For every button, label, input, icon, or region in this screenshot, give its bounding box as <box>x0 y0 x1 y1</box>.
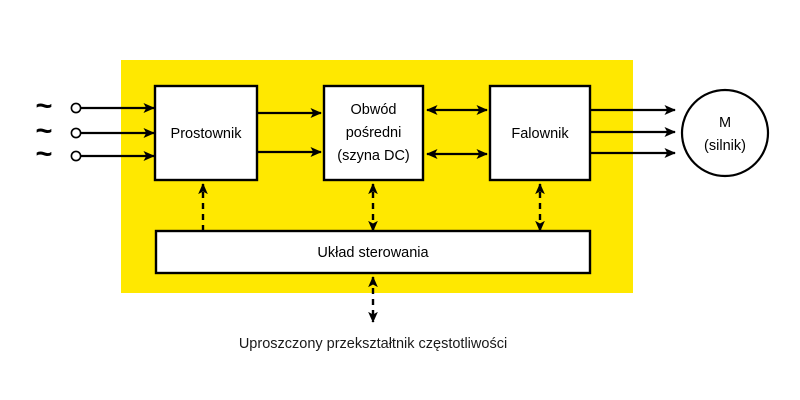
supply-terminals <box>70 102 82 162</box>
block-dc-link[interactable]: Obwód pośredni (szyna DC) <box>322 84 425 182</box>
block-rectifier-label: Prostownik <box>171 126 243 142</box>
block-dc-link-label-line1: Obwód <box>351 102 397 118</box>
terminal-circle-3 <box>70 150 82 162</box>
motor-symbol[interactable]: M (silnik) <box>680 88 770 178</box>
block-control[interactable]: Układ sterowania <box>154 229 592 275</box>
block-dc-link-box[interactable] <box>322 84 425 182</box>
block-inverter[interactable]: Falownik <box>488 84 592 182</box>
ac-symbol-phase-1: ~ <box>36 91 53 123</box>
block-inverter-box[interactable] <box>488 84 592 182</box>
block-rectifier[interactable]: Prostownik <box>153 84 259 182</box>
ac-symbol-phase-3: ~ <box>36 139 53 171</box>
block-dc-link-label-line2: pośredni <box>346 125 402 141</box>
ac-symbol-phase-2: ~ <box>36 116 53 148</box>
block-dc-link-label-line3: (szyna DC) <box>337 148 410 164</box>
diagram-caption: Uproszczony przekształtnik częstotliwośc… <box>239 336 507 352</box>
block-control-box[interactable] <box>154 229 592 275</box>
block-inverter-label: Falownik <box>511 126 569 142</box>
dclink-to-inverter-lines <box>426 104 488 160</box>
control-dashed-links <box>198 183 545 323</box>
motor-label-line2: (silnik) <box>704 138 746 154</box>
rectifier-to-dclink-lines <box>257 107 322 158</box>
motor-circle[interactable] <box>680 88 770 178</box>
inverter-to-motor-lines <box>590 104 676 159</box>
motor-label-line1: M <box>719 115 731 131</box>
block-rectifier-box[interactable] <box>153 84 259 182</box>
supply-lines <box>81 102 155 162</box>
terminal-circle-1 <box>70 102 82 114</box>
ac-supply-group: ~ ~ ~ <box>36 91 53 171</box>
terminal-circle-2 <box>70 127 82 139</box>
block-control-label: Układ sterowania <box>317 245 429 261</box>
